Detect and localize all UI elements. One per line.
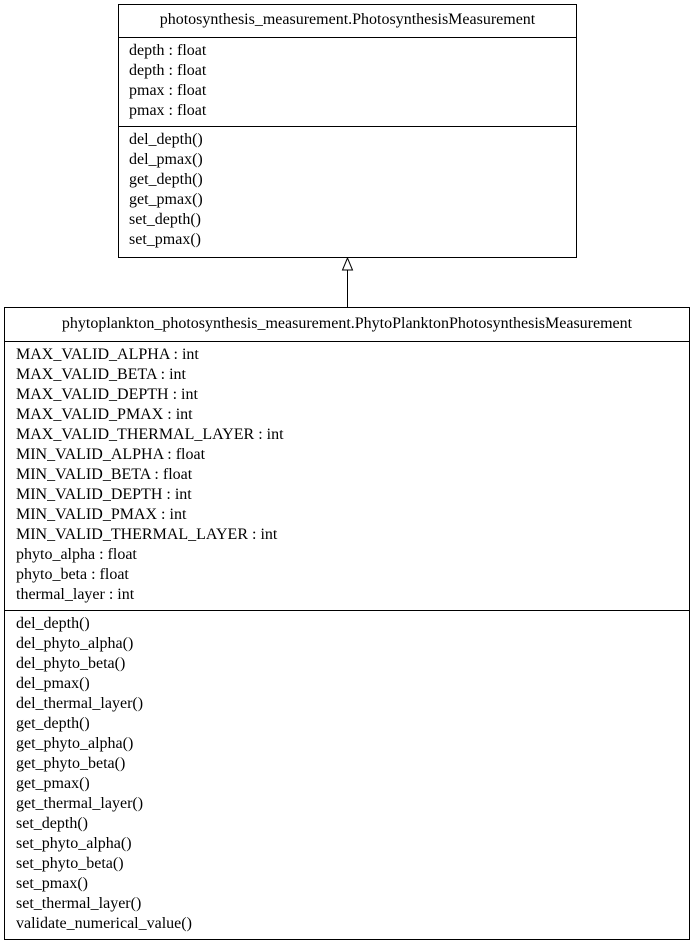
derived-class-box[interactable]: phytoplankton_photosynthesis_measurement… [4, 307, 690, 940]
method: get_pmax() [16, 775, 90, 792]
class-name: phytoplankton_photosynthesis_measurement… [5, 308, 689, 342]
method: validate_numerical_value() [16, 915, 192, 932]
method: del_pmax() [129, 151, 203, 168]
method: get_depth() [16, 715, 90, 732]
attribute: phyto_alpha : float [16, 546, 137, 563]
attribute: pmax : float [129, 82, 207, 99]
method: del_pmax() [16, 675, 90, 692]
attribute: MIN_VALID_PMAX : int [16, 506, 187, 523]
method: del_phyto_beta() [16, 655, 126, 672]
method: set_pmax() [16, 875, 88, 892]
method: del_depth() [129, 131, 203, 148]
inheritance-arrowhead-icon [341, 256, 354, 271]
method: set_pmax() [129, 231, 201, 248]
attribute: depth : float [129, 42, 207, 59]
attribute: MIN_VALID_ALPHA : float [16, 446, 206, 463]
method: set_thermal_layer() [16, 895, 142, 912]
attribute: MAX_VALID_DEPTH : int [16, 386, 198, 403]
attribute: MAX_VALID_PMAX : int [16, 406, 193, 423]
attribute: MIN_VALID_DEPTH : int [16, 486, 192, 503]
attribute: MIN_VALID_BETA : float [16, 466, 193, 483]
method: get_depth() [129, 171, 203, 188]
method: get_thermal_layer() [16, 795, 144, 812]
methods-section: del_depth() del_phyto_alpha() del_phyto_… [5, 611, 689, 939]
attribute: MIN_VALID_THERMAL_LAYER : int [16, 526, 278, 543]
methods-section: del_depth() del_pmax() get_depth() get_p… [119, 127, 576, 255]
attribute: phyto_beta : float [16, 566, 129, 583]
attribute: thermal_layer : int [16, 586, 135, 603]
attribute: MAX_VALID_BETA : int [16, 366, 186, 383]
method: get_phyto_beta() [16, 755, 126, 772]
method: get_pmax() [129, 191, 203, 208]
method: set_phyto_alpha() [16, 835, 132, 852]
method: set_depth() [129, 211, 201, 228]
attribute: MAX_VALID_ALPHA : int [16, 346, 199, 363]
attribute: MAX_VALID_THERMAL_LAYER : int [16, 426, 284, 443]
attributes-section: depth : float depth : float pmax : float… [119, 38, 576, 127]
method: del_thermal_layer() [16, 695, 144, 712]
method: set_phyto_beta() [16, 855, 124, 872]
method: set_depth() [16, 815, 88, 832]
attribute: depth : float [129, 62, 207, 79]
method: del_phyto_alpha() [16, 635, 134, 652]
attributes-section: MAX_VALID_ALPHA : int MAX_VALID_BETA : i… [5, 342, 689, 611]
base-class-box[interactable]: photosynthesis_measurement.Photosynthesi… [118, 4, 577, 258]
method: del_depth() [16, 615, 90, 632]
method: get_phyto_alpha() [16, 735, 134, 752]
class-name: photosynthesis_measurement.Photosynthesi… [119, 5, 576, 38]
attribute: pmax : float [129, 102, 207, 119]
